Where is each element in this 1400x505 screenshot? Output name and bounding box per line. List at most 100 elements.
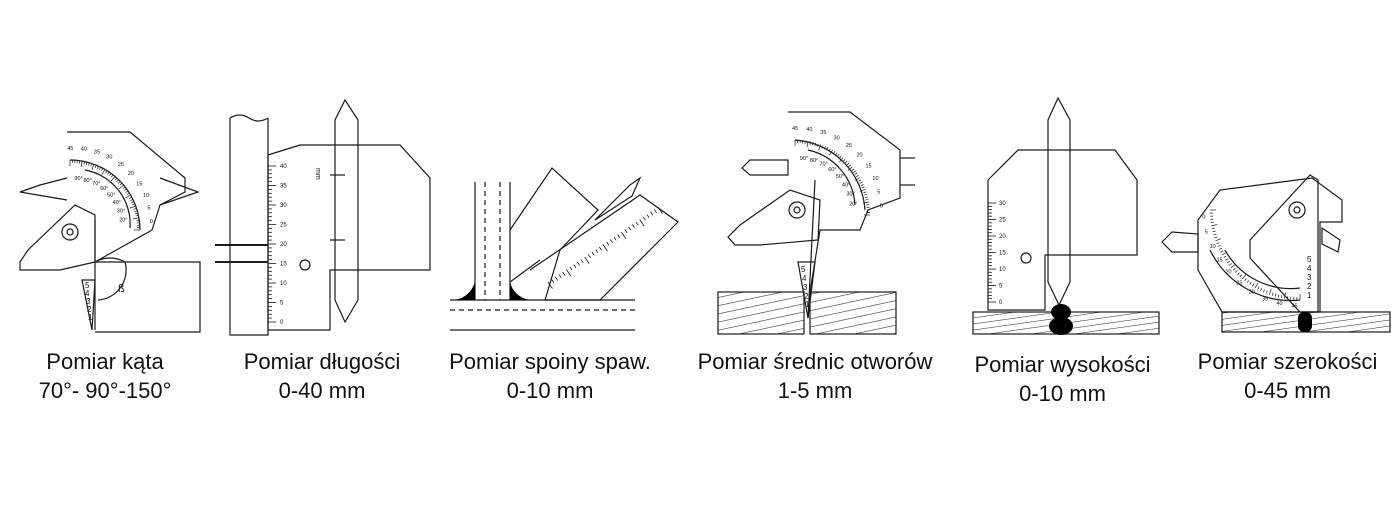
scale-tick (99, 167, 100, 170)
wedge-scale-angle: 5 4 3 2 1 (85, 281, 93, 322)
caption-height-title: Pomiar wysokości (955, 350, 1170, 379)
scale-tick (101, 168, 102, 171)
scale-tick (86, 162, 87, 165)
scale-tick (588, 255, 590, 258)
scale-tick (1212, 228, 1215, 229)
caption-weld: Pomiar spoiny spaw. 0-10 mm (435, 347, 665, 405)
angle-beta-label: ß (118, 283, 125, 295)
scale-tick (647, 215, 649, 218)
scale-tick (1233, 268, 1235, 270)
arc-scale-label: 5 (1205, 230, 1208, 236)
length-scale-label: 25 (280, 223, 287, 229)
arc-scale-label: 0 (150, 219, 153, 225)
scale-tick (1231, 264, 1236, 268)
arc-scale-label: 5 (147, 206, 150, 212)
arc-scale-label: 15 (1217, 257, 1223, 263)
length-scale-label: 35 (280, 184, 287, 190)
length-scale-label: 15 (280, 262, 287, 268)
arc-scale-label: 25 (118, 162, 124, 168)
scale-tick (135, 213, 138, 214)
scale-tick (1261, 288, 1262, 291)
arc-scale-label: 20 (857, 152, 863, 158)
wedge-num: 1 (1307, 291, 1312, 300)
arc-scale-label: 30° (117, 208, 125, 214)
arc-scale-label: 35 (94, 150, 100, 156)
scale-tick (1215, 239, 1221, 241)
caption-weld-title: Pomiar spoiny spaw. (435, 347, 665, 376)
scale-tick (865, 197, 868, 198)
scale-tick (1214, 237, 1217, 238)
scale-tick (581, 260, 583, 263)
wedge-num: 3 (1307, 273, 1312, 282)
length-scale-label: 20 (280, 242, 287, 248)
arc-scale-label: 15 (866, 164, 872, 170)
wedge-num: 3 (803, 283, 808, 292)
scale-tick (1213, 231, 1216, 232)
arc-scale-label: 30° (846, 192, 854, 198)
arc-scale-label: 5 (877, 190, 880, 196)
height-scale-label: 25 (999, 218, 1006, 224)
scale-tick (552, 280, 554, 283)
arc-scale-label: 0 (880, 204, 883, 210)
caption-hole-range: 1-5 mm (680, 376, 950, 405)
scale-tick (861, 184, 864, 185)
scale-tick (592, 252, 594, 255)
scale-tick (117, 180, 119, 182)
scale-tick (1281, 295, 1282, 298)
scale-tick (610, 240, 612, 243)
length-scale-ticks (268, 166, 276, 322)
scale-tick (862, 187, 865, 188)
scale-tick (559, 275, 561, 278)
arc-scale-label: 70° (820, 162, 828, 168)
caption-angle-range: 70°- 90°-150° (10, 376, 200, 405)
scale-tick (102, 169, 105, 174)
scale-tick (92, 164, 94, 170)
scale-tick (847, 163, 849, 165)
scale-tick (111, 175, 113, 177)
arc-scale-label: 50° (836, 174, 844, 180)
scale-tick (863, 192, 866, 193)
wedge-num: 2 (1307, 282, 1312, 291)
scale-tick (133, 218, 139, 219)
scale-tick (855, 173, 857, 175)
scale-tick (107, 172, 109, 174)
weld-fillet-right (510, 282, 530, 300)
scale-tick (136, 215, 139, 216)
arc-scale-label: 30 (834, 135, 840, 141)
scale-tick (1221, 251, 1224, 252)
hole-gauge-illustration (718, 112, 915, 334)
arc-scale-label: 40 (806, 127, 812, 133)
scale-tick (95, 165, 96, 168)
height-gauge-illustration (973, 98, 1159, 334)
scale-tick (859, 180, 862, 181)
length-scale-label: 0 (280, 320, 284, 326)
scale-tick (1252, 284, 1254, 287)
scale-tick (636, 222, 638, 225)
weld-seam-gauge-illustration (450, 168, 678, 330)
scale-tick (1269, 289, 1271, 295)
arc-scale-label: 25 (846, 143, 852, 149)
wedge-num: 4 (1307, 264, 1312, 273)
caption-hole-title: Pomiar średnic otworów (680, 347, 950, 376)
scale-tick (1225, 259, 1227, 261)
arc-scale-label: 10 (143, 193, 149, 199)
arc-scale-label: 80° (810, 158, 818, 164)
scale-tick (1218, 245, 1221, 246)
scale-tick (1213, 234, 1216, 235)
scale-tick (625, 230, 627, 233)
scale-tick (1237, 273, 1239, 275)
arc-scale-label: 35 (820, 130, 826, 136)
arc-scale-label: 80° (84, 178, 92, 184)
scale-tick (81, 161, 82, 167)
scale-tick (1242, 274, 1246, 279)
weld-bead-bottom (1049, 317, 1073, 335)
wedge-num: 1 (805, 300, 810, 309)
arc-scale-label: 20 (1226, 270, 1232, 276)
height-scale-label: 30 (999, 201, 1006, 207)
caption-length: Pomiar długości 0-40 mm (222, 347, 422, 405)
scale-tick (1272, 293, 1273, 296)
scale-tick (640, 220, 644, 227)
